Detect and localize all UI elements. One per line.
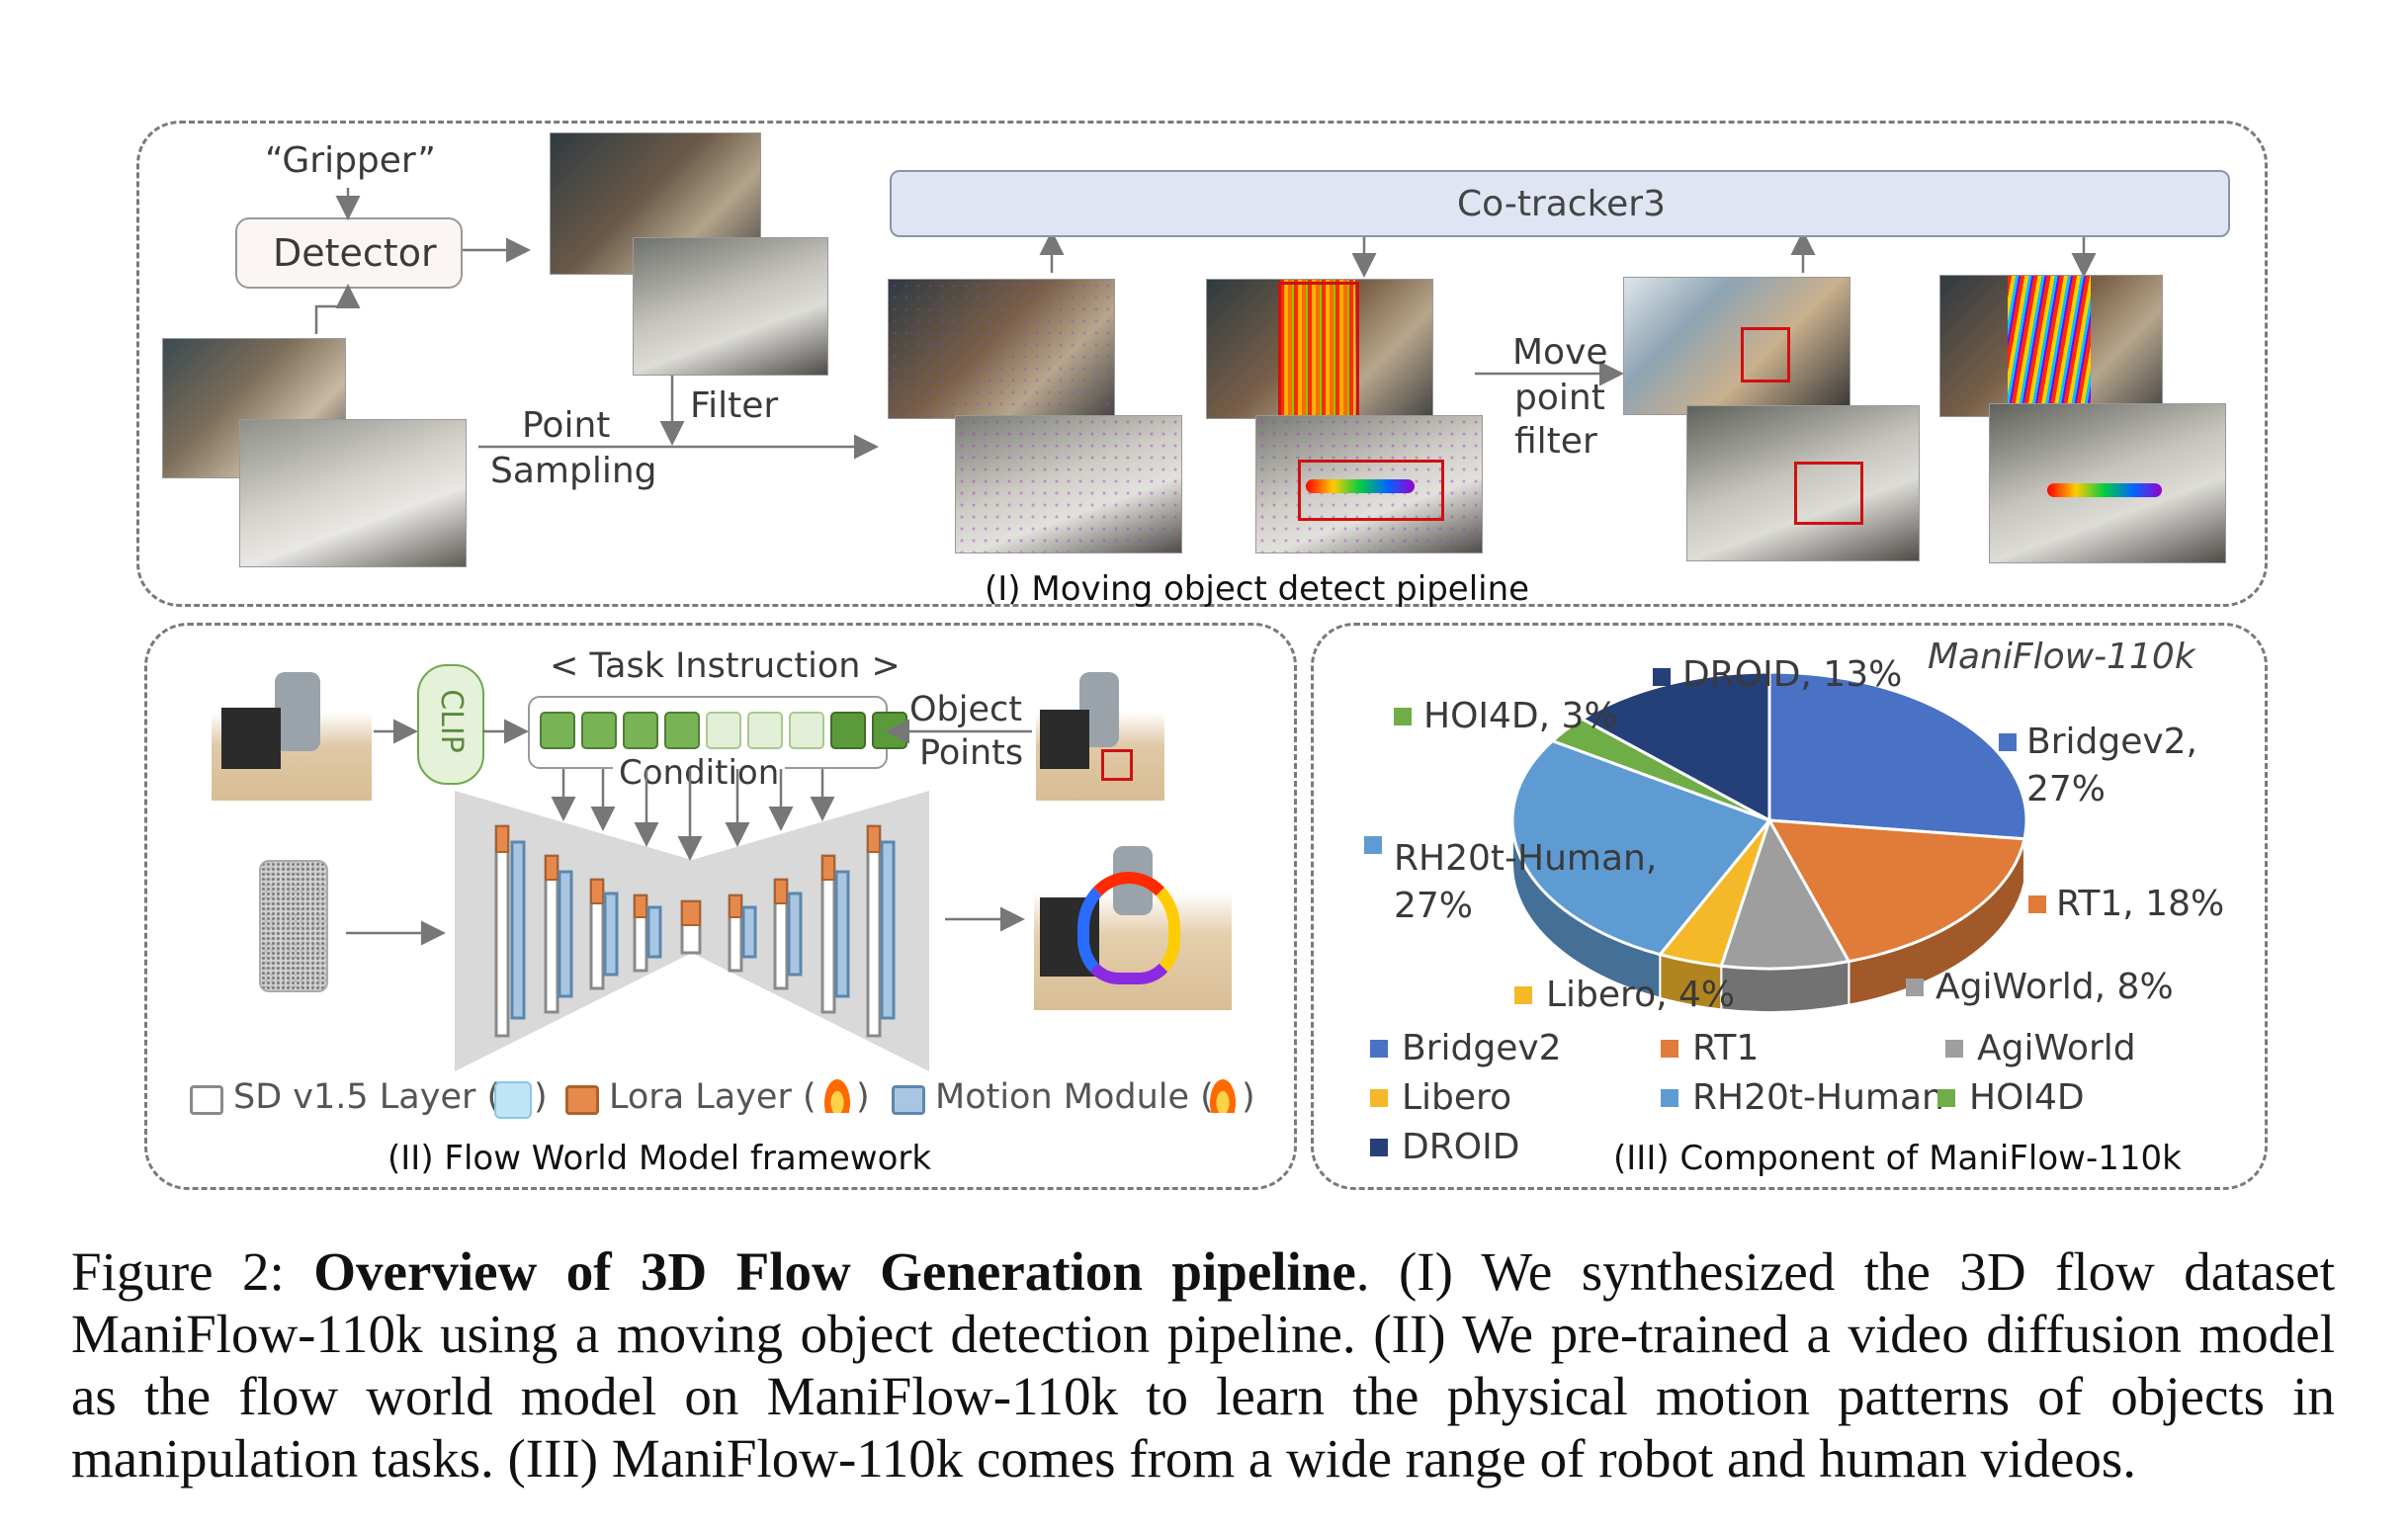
fire-icon xyxy=(1210,1079,1236,1113)
flow-trajectories-vertical xyxy=(1280,280,1355,416)
panel2-title: (II) Flow World Model framework xyxy=(387,1139,932,1178)
legend-sd-label: SD v1.5 Layer ( xyxy=(233,1077,501,1117)
legend-lora-swatch xyxy=(565,1085,599,1115)
cotracker-bar xyxy=(890,170,2230,237)
ice-icon xyxy=(494,1081,532,1119)
object-bbox xyxy=(1101,749,1133,781)
clip-encoder xyxy=(417,664,484,785)
caption-prefix: Figure 2: xyxy=(71,1241,314,1302)
panel-moving-object-pipeline xyxy=(136,121,2268,607)
object-label: Object xyxy=(909,690,1022,729)
noise-input xyxy=(259,860,328,992)
tracked-frame-1 xyxy=(1206,279,1433,419)
condition-token xyxy=(789,712,824,749)
cotracker-label: Co-tracker3 xyxy=(1457,184,1667,224)
dataset-title: ManiFlow-110k xyxy=(1928,637,2195,677)
caption-bold: Overview of 3D Flow Generation pipeline xyxy=(313,1241,1356,1302)
legend-lora-label: Lora Layer ( xyxy=(609,1077,817,1117)
fire-icon xyxy=(824,1079,850,1113)
panel1-title: (I) Moving object detect pipeline xyxy=(985,569,1530,609)
rainbow-flow xyxy=(1077,872,1180,984)
legend-motion-swatch xyxy=(892,1085,925,1115)
robot-scene-object-points xyxy=(1036,664,1164,801)
red-bbox-4 xyxy=(1794,462,1863,525)
condition-token xyxy=(664,712,700,749)
result-flow-vertical xyxy=(2008,276,2091,416)
red-bbox xyxy=(1278,282,1359,418)
condition-token xyxy=(540,712,575,749)
tracked-frame-2 xyxy=(1255,415,1483,553)
panel3-title: (III) Component of ManiFlow-110k xyxy=(1613,1139,2182,1178)
legend-sd-close: ) xyxy=(534,1077,548,1117)
panel-flow-world-model xyxy=(144,623,1297,1190)
clip-label: CLIP xyxy=(433,689,469,753)
sampled-frame-2 xyxy=(955,415,1182,553)
result-flow-horizontal xyxy=(2047,483,2162,497)
condition-label: Condition xyxy=(613,753,786,793)
red-bbox-2 xyxy=(1298,460,1444,521)
filter-label: Filter xyxy=(690,385,779,426)
move-label: Move xyxy=(1512,332,1608,373)
legend-sd-swatch xyxy=(190,1085,223,1115)
condition-tokens xyxy=(540,712,907,749)
result-frame-2 xyxy=(1989,403,2226,563)
legend-motion-close: ) xyxy=(1242,1077,1255,1117)
sampling-label: Sampling xyxy=(490,451,657,491)
filtered-frame-1 xyxy=(1623,277,1850,415)
input-frame-2 xyxy=(239,419,467,567)
result-frame-1 xyxy=(1939,275,2163,417)
figure-caption: Figure 2: Overview of 3D Flow Generation… xyxy=(71,1240,2335,1489)
task-instruction-label: < Task Instruction > xyxy=(550,646,901,686)
condition-token xyxy=(872,712,907,749)
robot-base-2 xyxy=(1040,710,1089,769)
condition-token xyxy=(747,712,783,749)
condition-token xyxy=(830,712,866,749)
detected-frame-2 xyxy=(633,237,828,376)
condition-token xyxy=(581,712,617,749)
sampled-frame-1 xyxy=(888,279,1115,419)
filter2-label: filter xyxy=(1514,421,1597,462)
detector-label: Detector xyxy=(273,231,437,275)
legend-motion-label: Motion Module ( xyxy=(935,1077,1214,1117)
condition-token xyxy=(623,712,658,749)
points-label: Points xyxy=(919,733,1024,773)
gripper-label: “Gripper” xyxy=(265,140,436,181)
robot-base xyxy=(221,708,281,769)
flow-trajectory-horizontal xyxy=(1306,479,1415,493)
point2-label: point xyxy=(1514,378,1605,418)
filtered-frame-2 xyxy=(1686,405,1920,561)
flow-output-scene xyxy=(1034,842,1232,1010)
legend-lora-close: ) xyxy=(856,1077,870,1117)
point-label: Point xyxy=(522,405,611,446)
red-bbox-3 xyxy=(1741,327,1790,383)
caption-body: . (I) We synthesized the 3D flow dataset… xyxy=(71,1241,2335,1489)
robot-body xyxy=(275,672,320,751)
robot-scene-input xyxy=(212,664,372,801)
condition-token xyxy=(706,712,741,749)
panel-maniflow-components xyxy=(1311,623,2268,1190)
